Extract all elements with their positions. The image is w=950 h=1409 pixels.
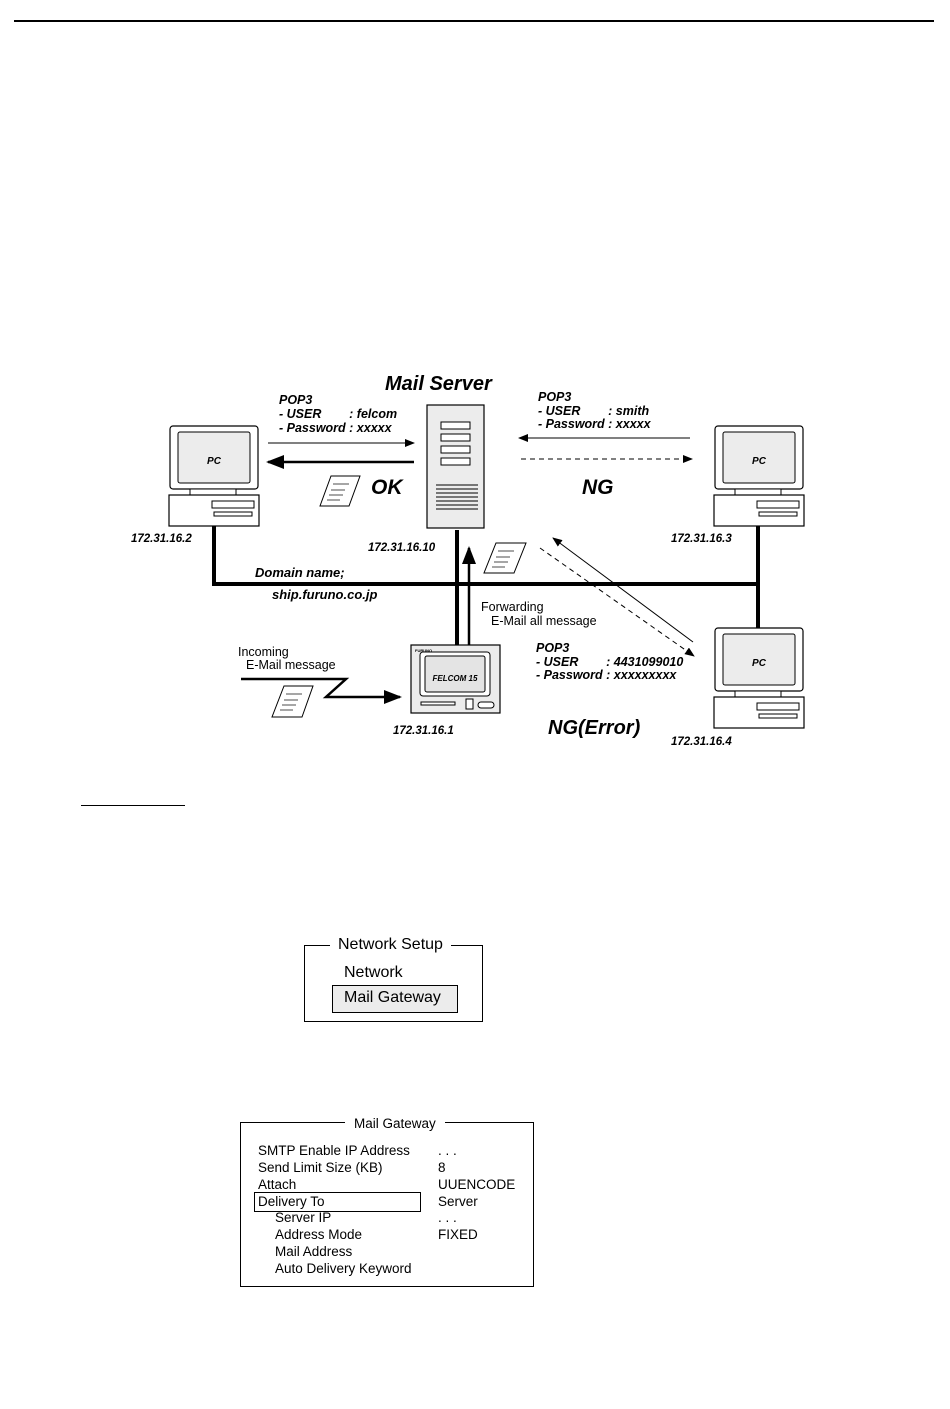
pop3-left-line1: POP3 [279, 393, 312, 407]
row-value: . . . [438, 1210, 457, 1225]
arrow-ng-error-dashed [539, 547, 695, 657]
status-ng-error: NG(Error) [548, 717, 641, 739]
mail-server-title: Mail Server [385, 373, 493, 395]
mail-network-diagram: PC PC PC FELCOM 15 FURUNO [131, 373, 805, 748]
pop3-left-line3: - Password : xxxxx [279, 421, 393, 435]
pc-label-right: PC [752, 456, 767, 467]
forwarding-line1: Forwarding [481, 600, 544, 614]
row-label: Auto Delivery Keyword [275, 1261, 412, 1276]
gateway-row-auto-delivery-keyword[interactable]: Auto Delivery Keyword [240, 1260, 532, 1277]
felcom-brand: FURUNO [415, 648, 432, 653]
menu-selection-highlight [332, 985, 458, 1013]
message-icon-forward [483, 542, 527, 574]
gateway-row-smtp-enable-ip[interactable]: SMTP Enable IP Address . . . [240, 1142, 532, 1159]
mail-server-icon [426, 404, 485, 529]
pop3-bottom-line2: - USER : 4431099010 [536, 655, 683, 669]
row-value: UUENCODE [438, 1177, 516, 1192]
row-value: 8 [438, 1160, 446, 1175]
arrow-incoming [241, 677, 402, 704]
pop3-right-block: POP3 - USER : smith - Password : xxxxx [538, 390, 652, 431]
ip-felcom: 172.31.16.1 [393, 725, 454, 737]
pop3-bottom-line3: - Password : xxxxxxxxx [536, 668, 677, 682]
pc-icon-left: PC [168, 425, 260, 527]
mail-gateway-title: Mail Gateway [345, 1115, 445, 1132]
felcom-label: FELCOM 15 [433, 674, 478, 683]
network-bus [212, 526, 760, 646]
row-label: SMTP Enable IP Address [258, 1143, 410, 1158]
incoming-line1: Incoming [238, 645, 289, 659]
domain-value: ship.furuno.co.jp [272, 587, 377, 602]
message-icon-incoming [271, 685, 314, 718]
row-label: Send Limit Size (KB) [258, 1160, 383, 1175]
felcom-terminal-icon: FELCOM 15 FURUNO [410, 644, 501, 714]
row-value: Server [438, 1194, 478, 1209]
arrow-pop3-bottom-request [552, 537, 694, 643]
row-label: Server IP [275, 1210, 332, 1225]
row-label: Delivery To [258, 1194, 325, 1209]
pc-label-bottom: PC [752, 658, 767, 669]
menu-item-network[interactable]: Network [344, 964, 403, 981]
pc-label-left: PC [207, 456, 222, 467]
row-value: . . . [438, 1143, 457, 1158]
ip-pc-left: 172.31.16.2 [131, 533, 192, 545]
gateway-selection-highlight [254, 1192, 421, 1212]
gateway-row-attach[interactable]: Attach UUENCODE [240, 1176, 532, 1193]
incoming-line2: E-Mail message [246, 658, 336, 672]
row-label: Address Mode [275, 1227, 363, 1242]
gateway-row-delivery-to[interactable]: Delivery To Server [240, 1193, 532, 1210]
row-value: FIXED [438, 1227, 478, 1242]
pc-icon-bottom: PC [713, 627, 805, 729]
gateway-row-address-mode[interactable]: Address Mode FIXED [240, 1226, 532, 1243]
forwarding-line2: E-Mail all message [491, 614, 597, 628]
gateway-row-mail-address[interactable]: Mail Address [240, 1243, 532, 1260]
pop3-right-line3: - Password : xxxxx [538, 417, 652, 431]
ip-server: 172.31.16.10 [368, 542, 436, 554]
status-ok: OK [371, 476, 404, 499]
menu-item-mail-gateway[interactable]: Mail Gateway [344, 989, 441, 1006]
gateway-row-server-ip[interactable]: Server IP . . . [240, 1209, 532, 1226]
domain-label: Domain name; [255, 565, 345, 580]
gateway-row-send-limit[interactable]: Send Limit Size (KB) 8 [240, 1159, 532, 1176]
row-label: Attach [258, 1177, 297, 1192]
ip-pc-bottom: 172.31.16.4 [671, 736, 732, 748]
status-ng: NG [582, 476, 614, 499]
pc-icon-right: PC [713, 425, 805, 527]
pop3-left-block: POP3 - USER : felcom - Password : xxxxx [279, 393, 397, 435]
section-rule [81, 805, 185, 806]
pop3-left-line2: - USER : felcom [279, 407, 397, 421]
message-icon-ok [319, 475, 361, 507]
ip-pc-right: 172.31.16.3 [671, 533, 732, 545]
row-label: Mail Address [275, 1244, 353, 1259]
pop3-bottom-block: POP3 - USER : 4431099010 - Password : xx… [536, 641, 683, 682]
network-setup-title: Network Setup [330, 935, 451, 955]
pop3-bottom-line1: POP3 [536, 641, 569, 655]
pop3-right-line2: - USER : smith [538, 404, 649, 418]
pop3-right-line1: POP3 [538, 390, 571, 404]
header-rule [14, 20, 934, 22]
